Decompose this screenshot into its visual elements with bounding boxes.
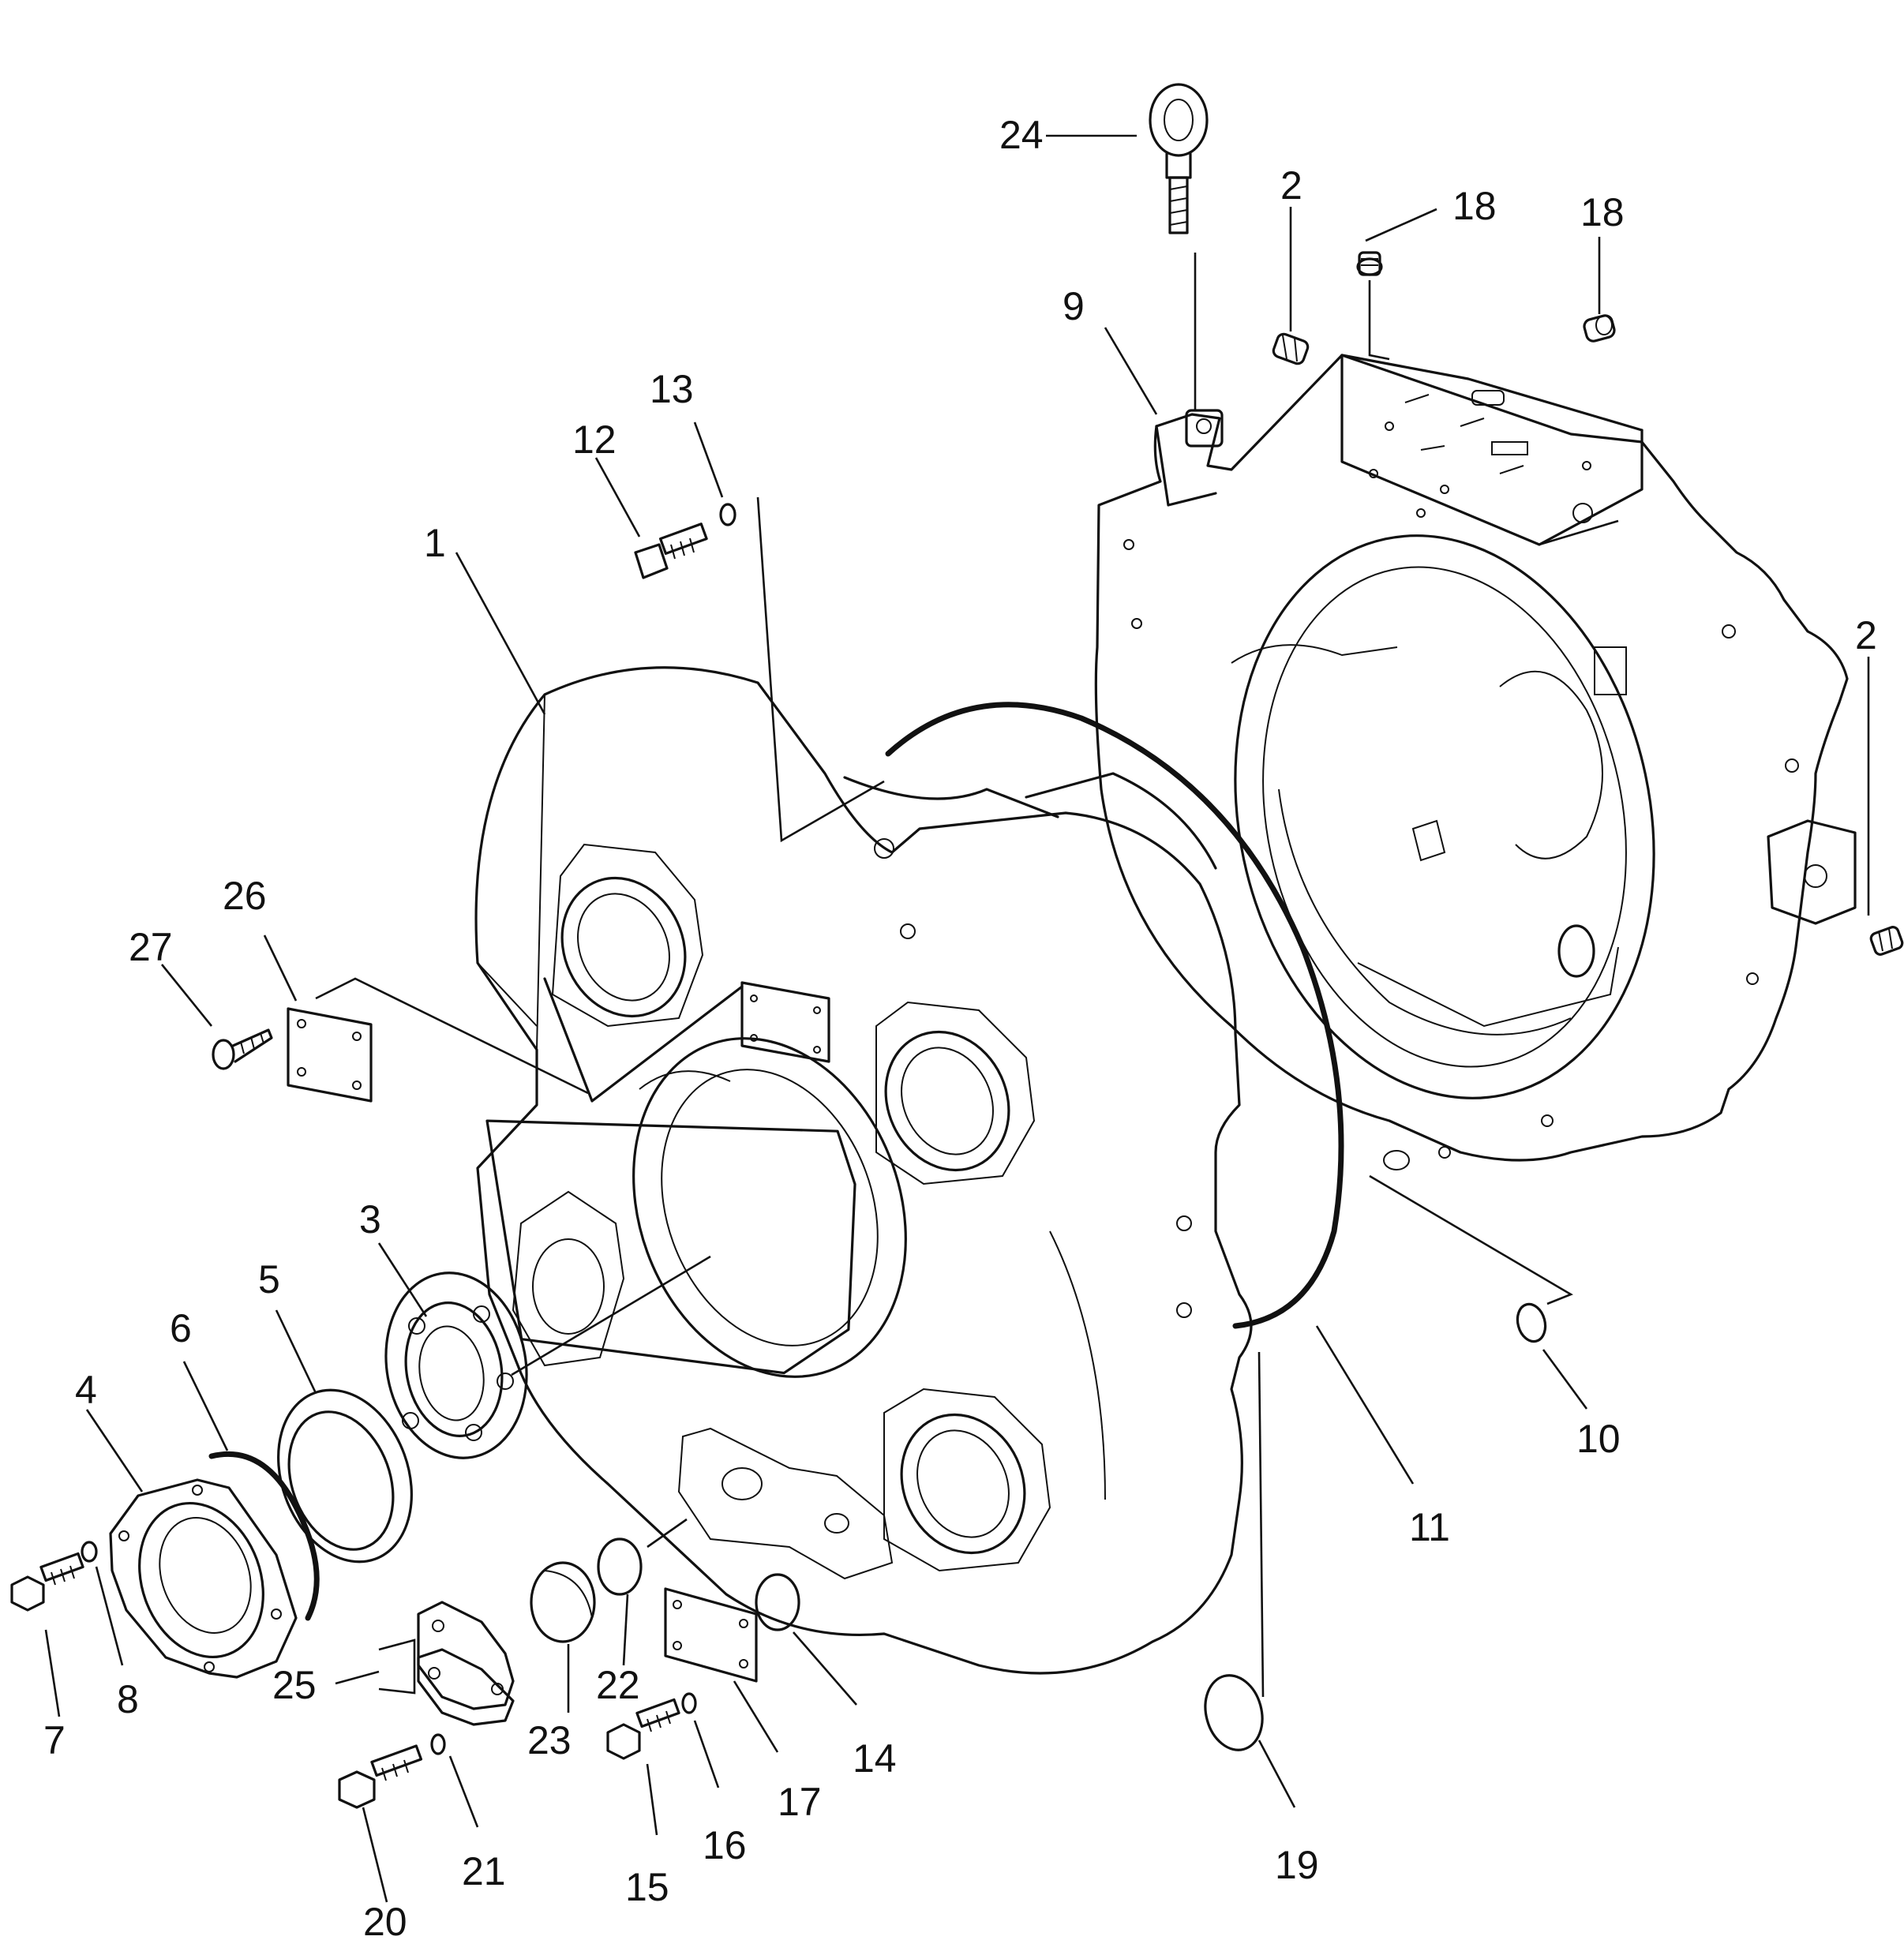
callout-15: 15	[625, 1865, 669, 1909]
callout-7: 7	[43, 1718, 66, 1762]
o-ring-10	[1516, 1302, 1547, 1343]
leader-lines	[44, 134, 1870, 1903]
callout-20: 20	[363, 1900, 407, 1940]
callout-2-right: 2	[1855, 613, 1877, 657]
o-ring-14	[755, 1573, 800, 1631]
bolt-lower-left	[10, 1552, 84, 1612]
plug-right	[1869, 926, 1904, 956]
callout-1: 1	[424, 521, 446, 565]
callout-21: 21	[462, 1849, 506, 1893]
bolt-top	[634, 522, 708, 579]
callout-26: 26	[223, 874, 267, 918]
callout-10: 10	[1576, 1417, 1621, 1461]
washer-center-lower	[681, 1692, 697, 1714]
o-ring-22	[597, 1537, 643, 1596]
callout-18-a: 18	[1452, 184, 1497, 228]
bolt-lower	[338, 1744, 423, 1809]
cover-plate-lower	[664, 1587, 758, 1683]
washer-lower	[430, 1733, 446, 1755]
callout-13: 13	[650, 367, 694, 411]
o-ring-19	[1204, 1674, 1264, 1751]
clamp	[417, 1601, 515, 1726]
bolt-center-lower	[606, 1698, 680, 1760]
o-ring-6	[208, 1451, 320, 1621]
oil-seal	[277, 1388, 413, 1564]
breather-plug-1	[1356, 251, 1383, 276]
plug-upper	[1272, 332, 1310, 365]
bearing-cage	[109, 1478, 298, 1679]
callout-14: 14	[853, 1736, 897, 1781]
callout-6: 6	[170, 1306, 192, 1350]
bearing	[384, 1271, 528, 1459]
callout-9: 9	[1063, 284, 1085, 328]
callout-22: 22	[596, 1663, 640, 1707]
cover-plate-left	[287, 1007, 373, 1103]
callout-27: 27	[129, 925, 173, 969]
callout-16: 16	[703, 1823, 747, 1867]
screw-left	[212, 1028, 273, 1070]
washer-lower-left	[81, 1541, 98, 1563]
blind-plug	[530, 1561, 596, 1643]
callout-8: 8	[117, 1677, 139, 1721]
callout-18-b: 18	[1580, 190, 1625, 234]
gasket-ring	[885, 702, 1344, 1329]
breather-plug-2	[1583, 314, 1616, 343]
washer-top	[719, 503, 736, 526]
callout-labels: 24 2 18 18 9 2 13 12 1 26 27 3 5 6 4 7 8…	[43, 113, 1877, 1940]
callout-12: 12	[572, 418, 617, 462]
callout-3: 3	[359, 1197, 381, 1242]
callout-11: 11	[1409, 1505, 1450, 1549]
callout-23: 23	[527, 1718, 572, 1762]
eye-bolt	[1149, 83, 1209, 234]
callout-2-top: 2	[1280, 163, 1302, 208]
callout-5: 5	[258, 1257, 280, 1301]
rear-housing	[1094, 354, 1857, 1170]
callout-17: 17	[778, 1780, 822, 1824]
callout-19: 19	[1275, 1843, 1319, 1887]
front-case	[474, 666, 1253, 1675]
callout-4: 4	[75, 1368, 97, 1412]
callout-24: 25	[272, 1663, 317, 1707]
callout-25: 24	[999, 113, 1044, 157]
